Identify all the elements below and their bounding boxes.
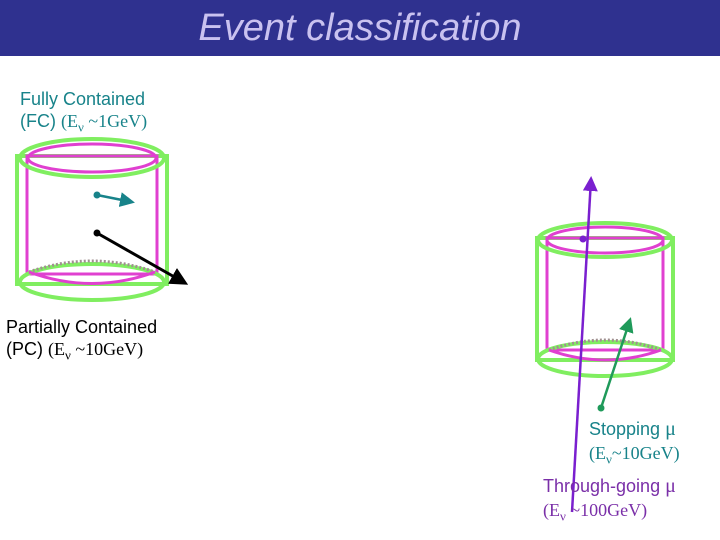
fc-label-line2: (FC) (Eν ~1GeV) [20,110,147,139]
stopping-mu-symbol: μ [665,418,676,440]
pc-abbrev: (PC) [6,339,43,359]
stopping-energy-prefix: (E [589,443,606,463]
through-going-label-line2: (Eν ~100GeV) [543,499,676,528]
fc-energy-prefix: (E [61,111,78,131]
through-energy-value: ~100GeV) [565,500,648,520]
through-going-label: Through-going μ (Eν ~100GeV) [543,475,676,528]
fc-label: Fully Contained (FC) (Eν ~1GeV) [20,88,147,139]
stopping-label: Stopping μ (Eν~10GeV) [589,418,680,471]
stopping-label-line1: Stopping μ [589,418,680,440]
through-nu-symbol: ν [560,508,566,524]
through-going-label-line1: Through-going μ [543,475,676,497]
stopping-track [597,317,634,412]
pc-track [93,229,189,285]
pc-label: Partially Contained (PC) (Eν ~10GeV) [6,316,157,367]
fc-track [93,191,135,208]
stopping-text: Stopping [589,419,666,439]
through-going-text: Through-going [543,476,666,496]
fc-nu-symbol: ν [78,119,84,135]
fc-label-line1: Fully Contained [20,89,146,109]
fc-energy-value: ~1GeV) [83,111,148,131]
detector-cylinder-left [15,137,169,302]
pc-energy-value: ~10GeV) [70,339,144,359]
stopping-nu-symbol: ν [606,451,612,467]
page-title: Event classification [198,6,522,49]
through-energy-prefix: (E [543,500,560,520]
pc-nu-symbol: ν [65,347,71,363]
detector-cylinder-right [535,221,675,378]
pc-energy-prefix: (E [48,339,66,359]
stopping-energy-value: ~10GeV) [611,443,680,463]
fc-abbrev: (FC) [20,111,56,131]
title-bar: Event classification [0,0,720,56]
through-going-track [570,176,598,513]
pc-label-line2: (PC) (Eν ~10GeV) [6,338,157,367]
through-going-mu-symbol: μ [665,475,676,497]
stopping-label-line2: (Eν~10GeV) [589,442,680,471]
pc-label-line1: Partially Contained [6,317,158,337]
